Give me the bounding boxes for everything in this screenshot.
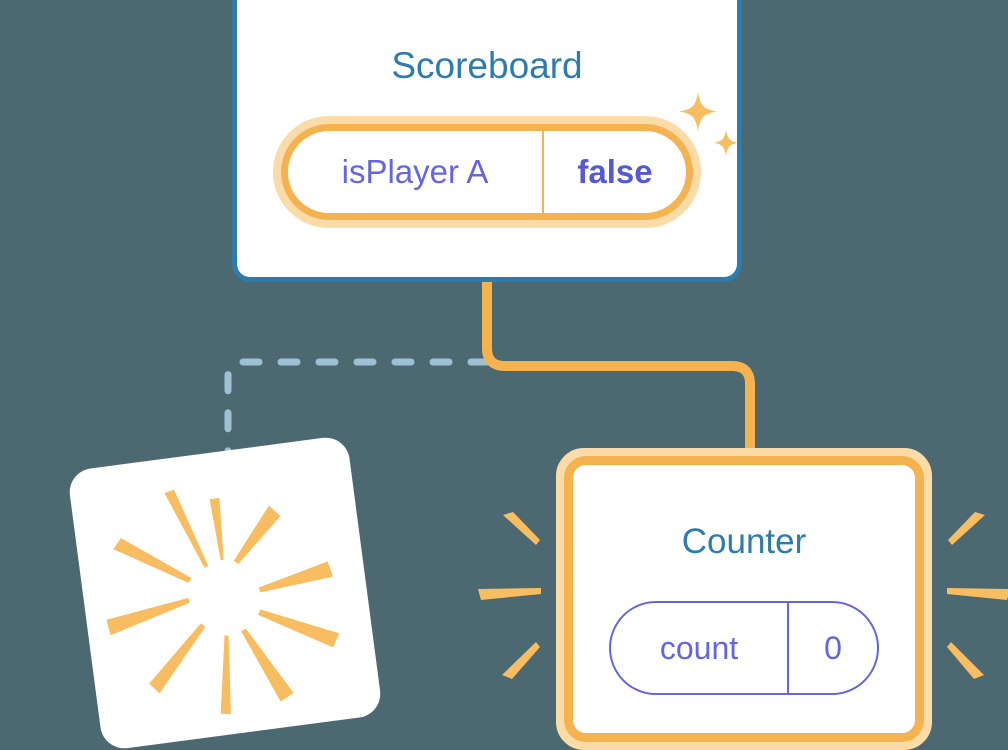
- counter-pill-divider: [787, 601, 789, 695]
- scoreboard-card[interactable]: Scoreboard isPlayer A false: [232, 0, 742, 282]
- burst-rays-icon: [106, 489, 340, 715]
- scoreboard-pill[interactable]: isPlayer A false: [273, 116, 701, 228]
- scoreboard-title: Scoreboard: [391, 45, 583, 86]
- burst-card[interactable]: [66, 434, 384, 750]
- counter-pill-key: count: [659, 629, 739, 666]
- counter-card-glow: [556, 448, 932, 750]
- scoreboard-pill-value: false: [577, 153, 653, 190]
- counter-title: Counter: [681, 522, 807, 561]
- counter-card-surface: Counter count 0: [564, 456, 924, 742]
- counter-pill[interactable]: count 0: [609, 601, 879, 695]
- counter-pill-value: 0: [824, 629, 842, 666]
- solid-connector: [482, 282, 755, 470]
- scoreboard-pill-key: isPlayer A: [341, 153, 489, 190]
- dashed-connector: [224, 358, 491, 482]
- counter-card[interactable]: Counter count 0: [556, 448, 932, 750]
- scoreboard-pill-glow: [273, 116, 701, 228]
- scoreboard-pill-divider: [542, 124, 544, 220]
